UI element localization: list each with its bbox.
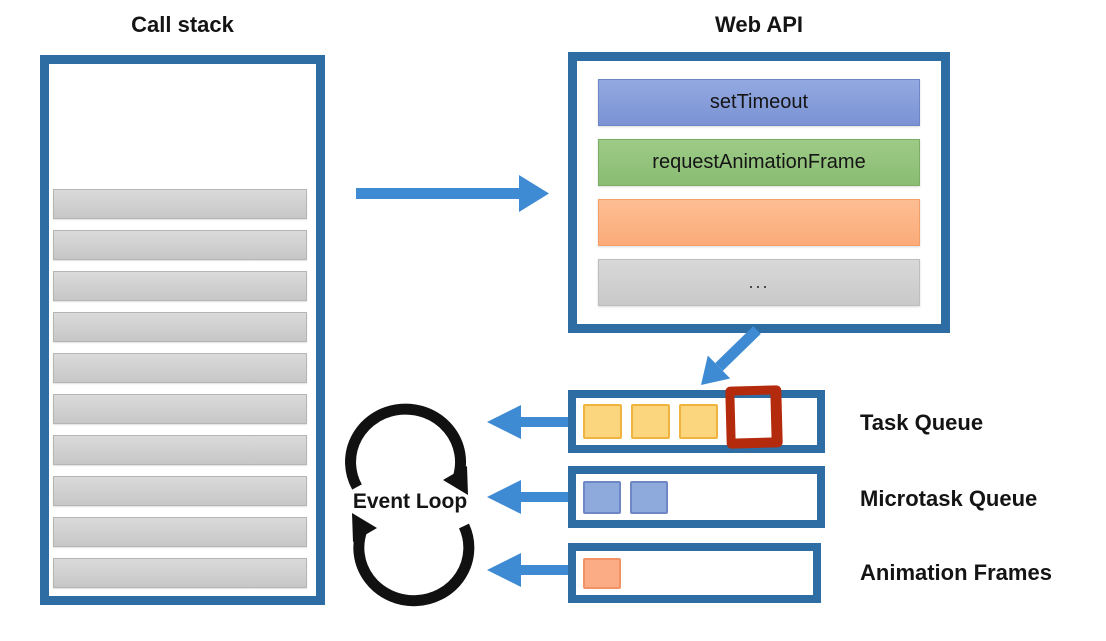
stack-frame xyxy=(53,435,307,465)
event-loop-label: Event Loop xyxy=(352,490,468,513)
task-queue-items xyxy=(576,398,817,445)
animation-to-eventloop-arrow xyxy=(487,553,570,587)
task-item xyxy=(679,404,718,439)
stack-frame xyxy=(53,517,307,547)
microtask-item xyxy=(630,480,668,514)
ellipsis-label: ... xyxy=(748,272,770,292)
microtask-queue-label: Microtask Queue xyxy=(860,486,1038,511)
taskqueue-to-eventloop-arrow xyxy=(487,405,570,439)
animation-frame-item xyxy=(583,557,621,589)
stack-frame xyxy=(53,189,307,219)
stack-frame xyxy=(53,271,307,301)
web-api-box: setTimeout requestAnimationFrame ... xyxy=(568,52,950,333)
stack-to-webapi-arrow xyxy=(356,175,549,212)
task-item xyxy=(583,404,622,439)
requestanimationframe-label: requestAnimationFrame xyxy=(652,151,866,173)
stack-frame xyxy=(53,353,307,383)
task-item xyxy=(631,404,670,439)
stack-frame xyxy=(53,476,307,506)
webapi-item-settimeout: setTimeout xyxy=(598,79,920,126)
settimeout-label: setTimeout xyxy=(709,91,809,113)
microtask-queue-box xyxy=(568,466,825,528)
call-stack-frames xyxy=(53,189,307,588)
stack-frame xyxy=(53,312,307,342)
call-stack-title: Call stack xyxy=(131,12,234,37)
microtask-to-eventloop-arrow xyxy=(487,480,570,514)
task-queue-label: Task Queue xyxy=(860,410,984,435)
web-api-title: Web API xyxy=(714,12,803,37)
webapi-item-orange xyxy=(598,199,920,246)
task-queue-box xyxy=(568,390,825,453)
stack-frame xyxy=(53,558,307,588)
stack-frame xyxy=(53,394,307,424)
call-stack-box xyxy=(40,55,325,605)
microtask-item xyxy=(583,480,621,514)
animation-frames-box xyxy=(568,543,821,603)
webapi-item-requestanimationframe: requestAnimationFrame xyxy=(598,139,920,186)
animation-frames-label: Animation Frames xyxy=(860,560,1052,585)
webapi-to-taskqueue-arrow xyxy=(701,326,761,385)
highlighted-task-slot xyxy=(725,385,783,449)
stack-frame xyxy=(53,230,307,260)
animation-frames-items xyxy=(576,551,813,595)
webapi-item-ellipsis: ... xyxy=(598,259,920,306)
microtask-queue-items xyxy=(576,474,817,520)
